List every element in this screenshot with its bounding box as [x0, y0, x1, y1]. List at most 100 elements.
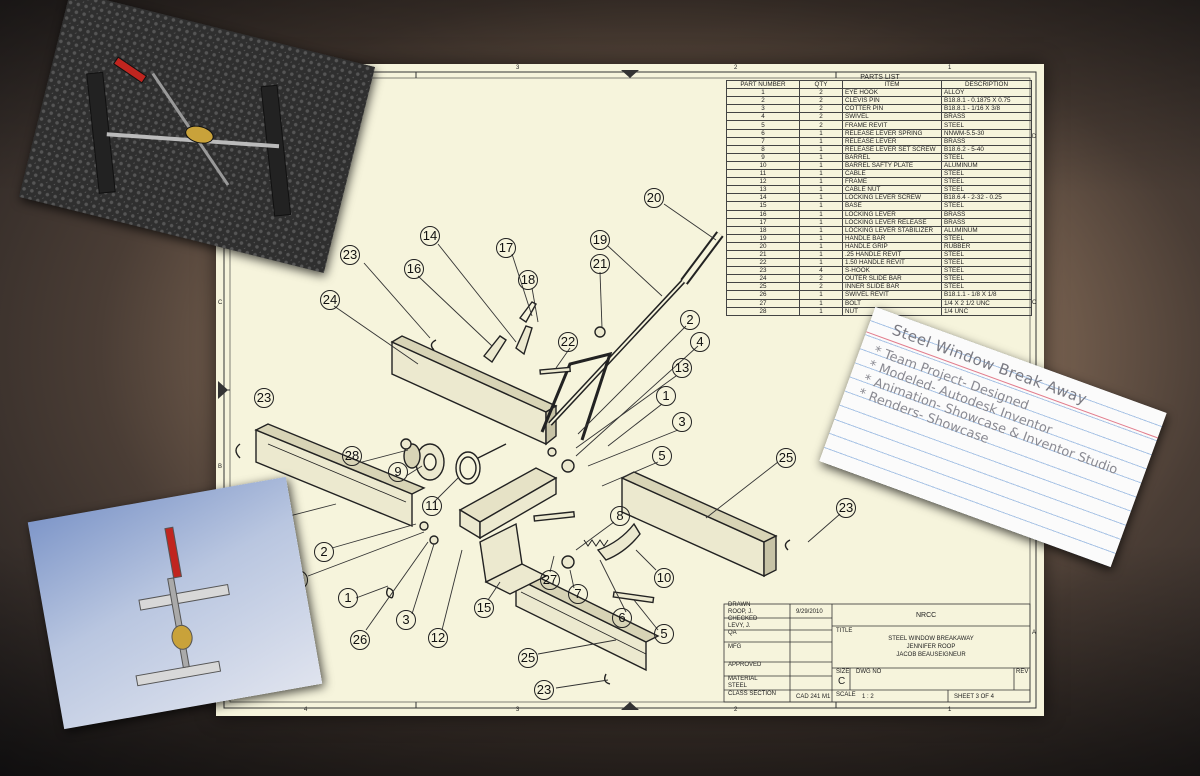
item-cell: .25 HANDLE REVIT: [842, 249, 942, 260]
qty-cell: 1: [799, 249, 843, 260]
part-number-cell: 19: [726, 233, 800, 243]
qty-cell: 1: [799, 241, 843, 251]
part-number-cell: 4: [726, 112, 800, 122]
description-cell: STEEL: [941, 201, 1032, 211]
checked-by: LEVY, J.: [728, 623, 751, 629]
qty-cell: 1: [799, 177, 843, 187]
description-cell: 1/4 UNC: [941, 306, 1032, 316]
description-cell: STEEL: [941, 249, 1032, 260]
callout-balloon: 3: [396, 610, 416, 630]
part-number-cell: 6: [726, 128, 800, 138]
qty-cell: 4: [799, 266, 843, 276]
dwg-no-label: DWG NO: [856, 669, 882, 675]
item-cell: SWIVEL REVIT: [842, 290, 942, 300]
description-cell: STEEL: [941, 185, 1032, 195]
render-assembly-illustration: [86, 56, 292, 217]
part-number-cell: 15: [726, 201, 800, 211]
callout-balloon: 23: [534, 680, 554, 700]
part-number-cell: 13: [726, 185, 800, 195]
exploded-assembly: [235, 231, 791, 685]
qty-cell: 1: [799, 290, 843, 300]
item-cell: FRAME REVIT: [842, 120, 942, 130]
part-number-cell: 7: [726, 136, 800, 146]
sheet-number: SHEET 3 OF 4: [954, 694, 994, 700]
callout-balloon: 23: [254, 388, 274, 408]
qa-label: QA: [728, 630, 737, 636]
item-cell: CLEVIS PIN: [842, 96, 942, 106]
description-cell: STEEL: [941, 177, 1032, 187]
rev-label: REV: [1016, 669, 1029, 675]
item-cell: RELEASE LEVER SPRING: [842, 128, 942, 138]
item-cell: BARREL: [842, 152, 942, 162]
qty-cell: 1: [799, 217, 843, 227]
part-number-cell: 17: [726, 217, 800, 227]
checked-label: CHECKED: [728, 616, 758, 622]
qty-cell: 1: [799, 160, 843, 171]
description-cell: NNWM-5.5-30: [941, 128, 1032, 138]
part-number-cell: 22: [726, 258, 800, 268]
qty-cell: 1: [799, 185, 843, 195]
class-section-value: CAD 241 M1: [796, 694, 831, 700]
item-cell: INNER SLIDE BAR: [842, 282, 942, 292]
item-cell: BOLT: [842, 298, 942, 308]
item-cell: BARREL SAFTY PLATE: [842, 160, 942, 171]
item-cell: COTTER PIN: [842, 104, 942, 114]
part-number-cell: 9: [726, 152, 800, 162]
callout-balloon: 18: [518, 270, 538, 290]
render-assembly-illustration: [135, 526, 230, 687]
item-cell: LOCKING LEVER SCREW: [842, 193, 942, 203]
callout-balloon: 23: [340, 245, 360, 265]
qty-cell: 2: [799, 88, 843, 98]
item-cell: HANDLE BAR: [842, 233, 942, 243]
item-cell: CABLE NUT: [842, 185, 942, 195]
item-cell: FRAME: [842, 177, 942, 187]
callout-balloon: 11: [422, 496, 442, 516]
item-cell: OUTER SLIDE BAR: [842, 274, 942, 284]
zone-label-bottom: 4: [304, 707, 308, 713]
drawn-date: 9/29/2010: [796, 609, 823, 615]
callout-balloon: 8: [610, 506, 630, 526]
item-cell: 1.50 HANDLE REVIT: [842, 258, 942, 268]
qty-cell: 1: [799, 193, 843, 203]
description-cell: STEEL: [941, 169, 1032, 179]
material-label: MATERIAL: [728, 676, 758, 682]
company-name: NRCC: [916, 612, 937, 619]
drawing-title-line3: JACOB BEAUSEIGNEUR: [896, 652, 966, 658]
item-cell: CABLE: [842, 169, 942, 179]
callout-balloon: 10: [654, 568, 674, 588]
item-cell: RELEASE LEVER: [842, 136, 942, 146]
drawn-by: ROOP, J.: [728, 609, 753, 615]
description-cell: BRASS: [941, 217, 1032, 227]
zone-label-top: 3: [516, 65, 520, 71]
qty-cell: 1: [799, 201, 843, 211]
part-number-cell: 2: [726, 96, 800, 106]
qty-cell: 1: [799, 225, 843, 235]
item-cell: S-HOOK: [842, 266, 942, 276]
callout-balloon: 21: [590, 254, 610, 274]
size-value: C: [838, 676, 846, 687]
zone-label-bottom: 3: [516, 707, 520, 713]
callout-balloon: 2: [314, 542, 334, 562]
render-photo-top: [19, 0, 375, 273]
description-cell: 1/4 X 2 1/2 UNC: [941, 298, 1032, 308]
qty-cell: 1: [799, 144, 843, 154]
callout-balloon: 22: [558, 332, 578, 352]
scale-value: 1 : 2: [862, 694, 874, 700]
zone-label-right: C: [1032, 300, 1037, 306]
description-cell: B18.8.1 - 0.1875 X 0.75: [941, 96, 1032, 106]
callout-balloon: 28: [342, 446, 362, 466]
qty-cell: 1: [799, 209, 843, 219]
part-number-cell: 24: [726, 274, 800, 284]
qty-cell: 1: [799, 128, 843, 138]
